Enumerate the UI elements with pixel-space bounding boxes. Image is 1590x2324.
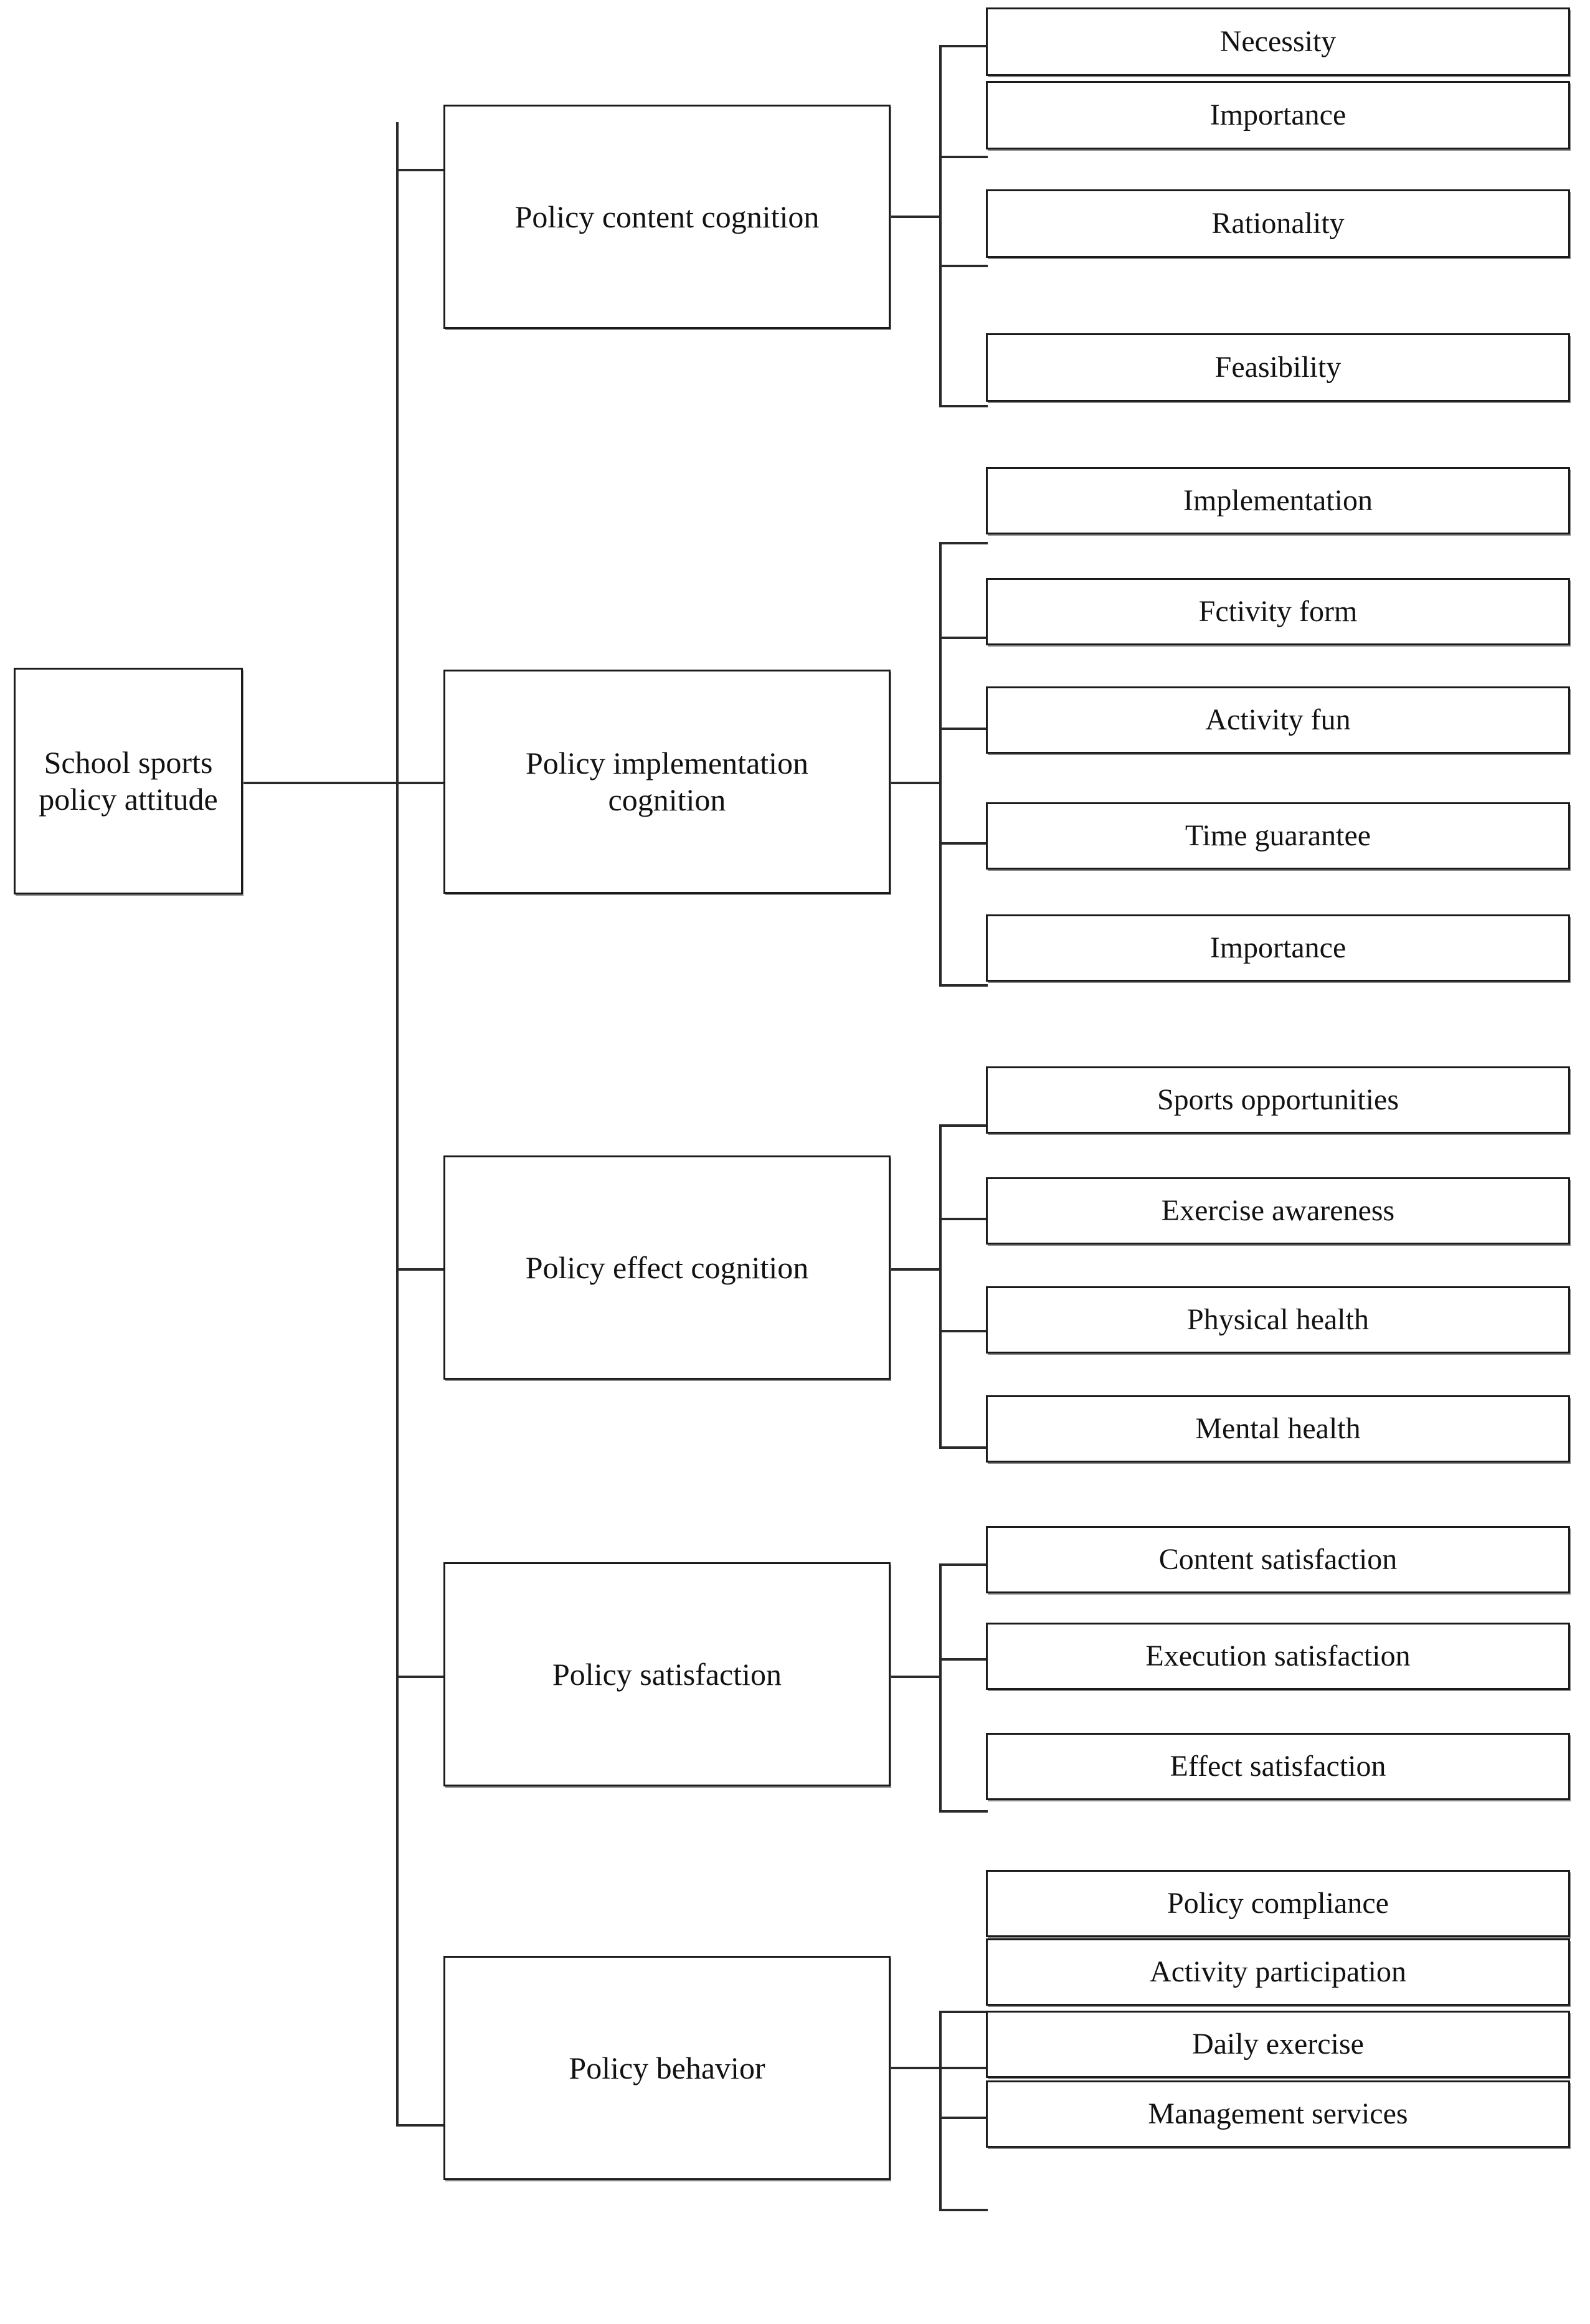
root-branch-stub-4 xyxy=(396,1676,445,1678)
leaf-stub-2-5 xyxy=(939,984,988,987)
root-branch-stub-1 xyxy=(396,169,445,171)
leaf-stub-3-4 xyxy=(939,1446,988,1449)
leaf-stub-4-3 xyxy=(939,1810,988,1813)
branch-1-out-stub xyxy=(891,216,942,218)
branch-2-out-stub xyxy=(891,782,942,784)
leaf-stub-4-1 xyxy=(939,1563,988,1566)
leaf-label: Management services xyxy=(1148,2097,1408,2130)
branch-4-child-spine xyxy=(939,1563,942,1813)
root-stub xyxy=(242,782,397,784)
leaf-label: Mental health xyxy=(1195,1411,1361,1445)
leaf-label: Necessity xyxy=(1219,24,1337,58)
leaf-label: Exercise awareness xyxy=(1161,1193,1395,1227)
branch-1-child-spine xyxy=(939,45,942,407)
leaf-node-content-satisfaction: Content satisfaction xyxy=(986,1526,1570,1593)
leaf-stub-1-3 xyxy=(939,265,988,267)
leaf-label: Daily exercise xyxy=(1192,2027,1364,2061)
leaf-label: Execution satisfaction xyxy=(1145,1639,1411,1672)
leaf-stub-5-2 xyxy=(939,2067,988,2069)
leaf-stub-2-1 xyxy=(939,542,988,544)
root-node-label: School sports policy attitude xyxy=(39,745,218,817)
leaf-node-execution-satisfaction: Execution satisfaction xyxy=(986,1623,1570,1690)
branch-label: Policy implementation cognition xyxy=(525,746,809,817)
leaf-stub-4-2 xyxy=(939,1658,988,1661)
branch-5-out-stub xyxy=(891,2067,942,2069)
leaf-node-implementation: Implementation xyxy=(986,467,1570,534)
leaf-label: Activity fun xyxy=(1205,703,1351,736)
root-spine xyxy=(396,122,399,2125)
leaf-stub-2-2 xyxy=(939,637,988,639)
root-branch-stub-3 xyxy=(396,1268,445,1271)
leaf-label: Fctivity form xyxy=(1198,594,1358,628)
branch-node-policy-content-cognition: Policy content cognition xyxy=(443,105,891,329)
leaf-node-policy-compliance: Policy compliance xyxy=(986,1870,1570,1937)
leaf-stub-1-4 xyxy=(939,405,988,407)
root-node: School sports policy attitude xyxy=(14,668,243,894)
leaf-node-importance: Importance xyxy=(986,81,1570,149)
leaf-node-effect-satisfaction: Effect satisfaction xyxy=(986,1733,1570,1800)
leaf-label: Sports opportunities xyxy=(1157,1083,1399,1116)
branch-label: Policy content cognition xyxy=(514,199,820,234)
leaf-node-sports-opportunities: Sports opportunities xyxy=(986,1066,1570,1134)
branch-label: Policy effect cognition xyxy=(525,1250,809,1285)
leaf-stub-1-1 xyxy=(939,45,988,47)
branch-node-policy-effect-cognition: Policy effect cognition xyxy=(443,1155,891,1380)
leaf-node-mental-health: Mental health xyxy=(986,1395,1570,1463)
leaf-node-time-guarantee: Time guarantee xyxy=(986,802,1570,870)
branch-4-out-stub xyxy=(891,1676,942,1678)
leaf-label: Importance xyxy=(1209,98,1346,131)
leaf-label: Physical health xyxy=(1187,1302,1369,1336)
branch-3-out-stub xyxy=(891,1268,942,1271)
leaf-stub-5-3 xyxy=(939,2117,988,2119)
leaf-node-activity-fun: Activity fun xyxy=(986,686,1570,754)
leaf-stub-3-3 xyxy=(939,1330,988,1332)
leaf-label: Feasibility xyxy=(1214,350,1342,384)
leaf-node-rationality: Rationality xyxy=(986,189,1570,258)
leaf-label: Content satisfaction xyxy=(1158,1542,1398,1576)
branch-2-child-spine xyxy=(939,542,942,987)
leaf-stub-3-2 xyxy=(939,1218,988,1220)
leaf-label: Rationality xyxy=(1211,206,1345,240)
leaf-stub-5-1 xyxy=(939,2011,988,2013)
branch-label: Policy satisfaction xyxy=(552,1656,782,1692)
leaf-label: Effect satisfaction xyxy=(1170,1749,1386,1783)
leaf-node-daily-exercise: Daily exercise xyxy=(986,2011,1570,2078)
leaf-node-exercise-awareness: Exercise awareness xyxy=(986,1177,1570,1245)
branch-3-child-spine xyxy=(939,1124,942,1448)
leaf-node-physical-health: Physical health xyxy=(986,1286,1570,1354)
leaf-stub-2-4 xyxy=(939,842,988,845)
leaf-stub-2-3 xyxy=(939,728,988,730)
branch-node-policy-behavior: Policy behavior xyxy=(443,1956,891,2180)
leaf-stub-3-1 xyxy=(939,1124,988,1127)
branch-label: Policy behavior xyxy=(569,2050,765,2085)
root-branch-stub-2 xyxy=(396,782,445,784)
leaf-stub-5-4 xyxy=(939,2209,988,2211)
leaf-node-importance-2: Importance xyxy=(986,914,1570,982)
leaf-node-activity-participation: Activity participation xyxy=(986,1938,1570,2006)
root-branch-stub-5 xyxy=(396,2124,445,2127)
branch-node-policy-implementation-cognition: Policy implementation cognition xyxy=(443,670,891,894)
leaf-stub-1-2 xyxy=(939,156,988,158)
branch-node-policy-satisfaction: Policy satisfaction xyxy=(443,1562,891,1786)
leaf-label: Policy compliance xyxy=(1167,1886,1389,1920)
leaf-label: Importance xyxy=(1209,931,1346,964)
leaf-label: Implementation xyxy=(1183,483,1373,517)
leaf-node-fctivity-form: Fctivity form xyxy=(986,578,1570,645)
leaf-node-necessity: Necessity xyxy=(986,7,1570,76)
leaf-label: Time guarantee xyxy=(1185,818,1371,852)
leaf-node-feasibility: Feasibility xyxy=(986,333,1570,402)
leaf-label: Activity participation xyxy=(1150,1955,1406,1988)
branch-5-child-spine xyxy=(939,2011,942,2211)
leaf-node-management-services: Management services xyxy=(986,2080,1570,2148)
